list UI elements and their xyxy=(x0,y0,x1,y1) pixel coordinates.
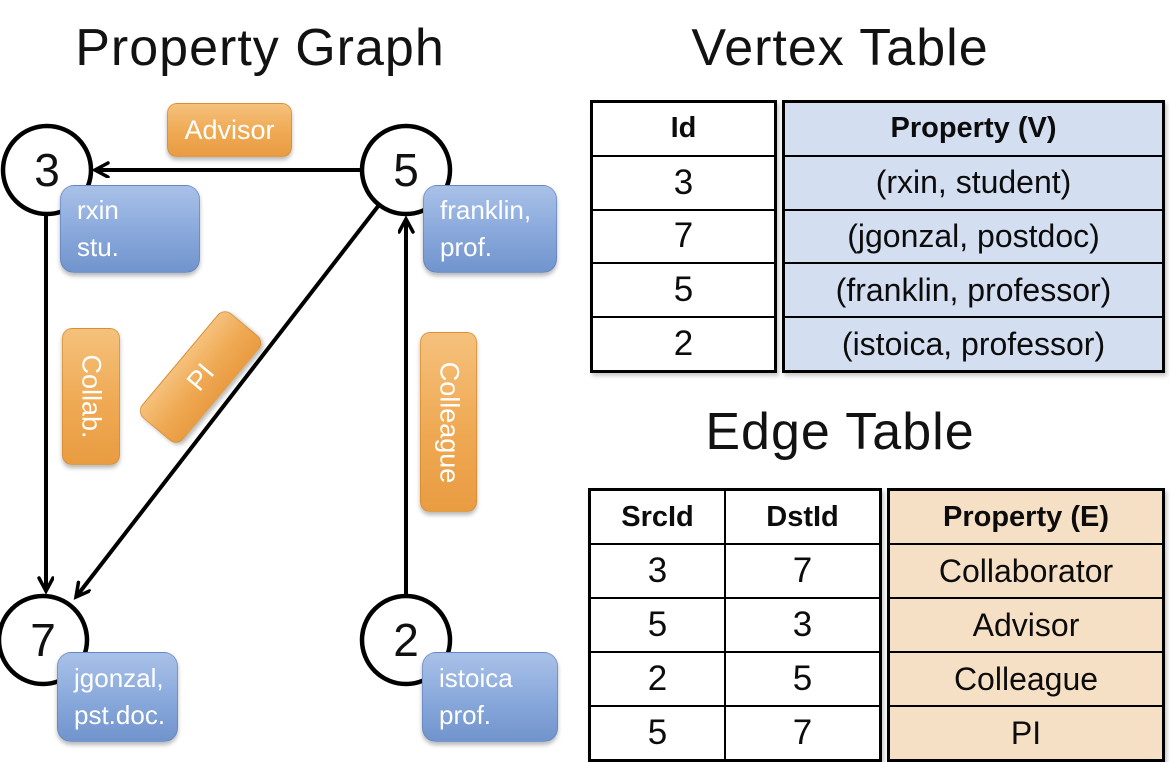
vertex-table-id-header: Id xyxy=(670,112,697,145)
edge-table-dstid-header: DstId xyxy=(724,491,879,543)
edge-pi-5-to-7 xyxy=(76,203,381,597)
edge-label-collab: Collab. xyxy=(62,328,120,465)
node-3-id: 3 xyxy=(34,144,60,196)
edge-property-cell: Collaborator xyxy=(890,543,1162,597)
vertex-table-id-cell: 5 xyxy=(593,262,774,316)
vertex-table-property-cell: (jgonzal, postdoc) xyxy=(785,208,1162,263)
node-2-property-line2: prof. xyxy=(439,700,492,730)
edge-label-collab-text: Collab. xyxy=(76,354,107,439)
edge-property-cell: Colleague xyxy=(890,651,1162,705)
node-5-id: 5 xyxy=(393,144,419,196)
vertex-table-property-header: Property (V) xyxy=(890,112,1057,145)
edge-label-colleague: Colleague xyxy=(420,332,477,512)
node-5-property-line1: franklin, xyxy=(440,195,532,225)
node-3-property-line1: rxin xyxy=(77,195,119,225)
node-5-property-box: franklin, prof. xyxy=(423,185,557,273)
edge-srcid-cell: 5 xyxy=(647,605,668,644)
vertex-table-id-cell: 3 xyxy=(593,154,774,209)
node-7-property-box: jgonzal, pst.doc. xyxy=(57,652,178,742)
node-2-property-line1: istoica xyxy=(439,663,513,693)
edge-table-row: 3 7 xyxy=(591,543,879,597)
node-7-id: 7 xyxy=(30,614,56,666)
edge-dstid-cell: 7 xyxy=(724,545,879,597)
vertex-table-property-column: Property (V) (rxin, student) (jgonzal, p… xyxy=(782,100,1165,373)
node-2-id: 2 xyxy=(393,614,419,666)
vertex-table-id-column: Id 3 7 5 2 xyxy=(590,100,777,373)
edge-table-title: Edge Table xyxy=(705,403,975,461)
edge-label-colleague-text: Colleague xyxy=(434,361,464,483)
vertex-table-property-cell: (franklin, professor) xyxy=(785,262,1162,316)
vertex-table-title: Vertex Table xyxy=(691,19,989,77)
node-7-property-line1: jgonzal, xyxy=(74,663,164,693)
property-graph-title: Property Graph xyxy=(75,19,445,77)
edge-dstid-cell: 3 xyxy=(724,599,879,651)
node-3-property-line2: stu. xyxy=(77,232,119,262)
edge-table-row: 2 5 xyxy=(591,651,879,705)
edge-table-header-row: SrcId DstId xyxy=(591,491,879,543)
edge-srcid-cell: 5 xyxy=(647,713,668,752)
edge-table-property-column: Property (E) Collaborator Advisor Collea… xyxy=(887,488,1165,762)
node-2-property-box: istoica prof. xyxy=(422,652,558,742)
edge-dstid-cell: 5 xyxy=(724,653,879,705)
edge-table-row: 5 7 xyxy=(591,705,879,759)
node-5-property-line2: prof. xyxy=(440,232,493,262)
edge-srcid-cell: 3 xyxy=(647,551,668,590)
edge-label-pi-text: PI xyxy=(180,357,220,397)
edge-srcid-cell: 2 xyxy=(647,659,668,698)
edge-property-cell: Advisor xyxy=(890,597,1162,651)
node-7-property-line2: pst.doc. xyxy=(74,700,166,730)
edge-label-advisor-text: Advisor xyxy=(184,114,275,145)
edge-table-ids-columns: SrcId DstId 3 7 5 3 2 5 5 7 xyxy=(588,488,882,762)
edge-dstid-cell: 7 xyxy=(724,707,879,759)
vertex-table-property-cell: (istoica, professor) xyxy=(785,316,1162,370)
edge-table-row: 5 3 xyxy=(591,597,879,651)
edge-table-srcid-header: SrcId xyxy=(621,500,694,533)
graph-canvas xyxy=(0,123,453,687)
edge-label-advisor: Advisor xyxy=(167,103,292,157)
vertex-table-id-cell: 2 xyxy=(593,316,774,370)
vertex-table-property-cell: (rxin, student) xyxy=(785,154,1162,209)
vertex-table-id-cell: 7 xyxy=(593,208,774,263)
node-3-property-box: rxin stu. xyxy=(60,185,200,273)
edge-table-property-header: Property (E) xyxy=(943,500,1109,533)
edge-property-cell: PI xyxy=(890,705,1162,759)
